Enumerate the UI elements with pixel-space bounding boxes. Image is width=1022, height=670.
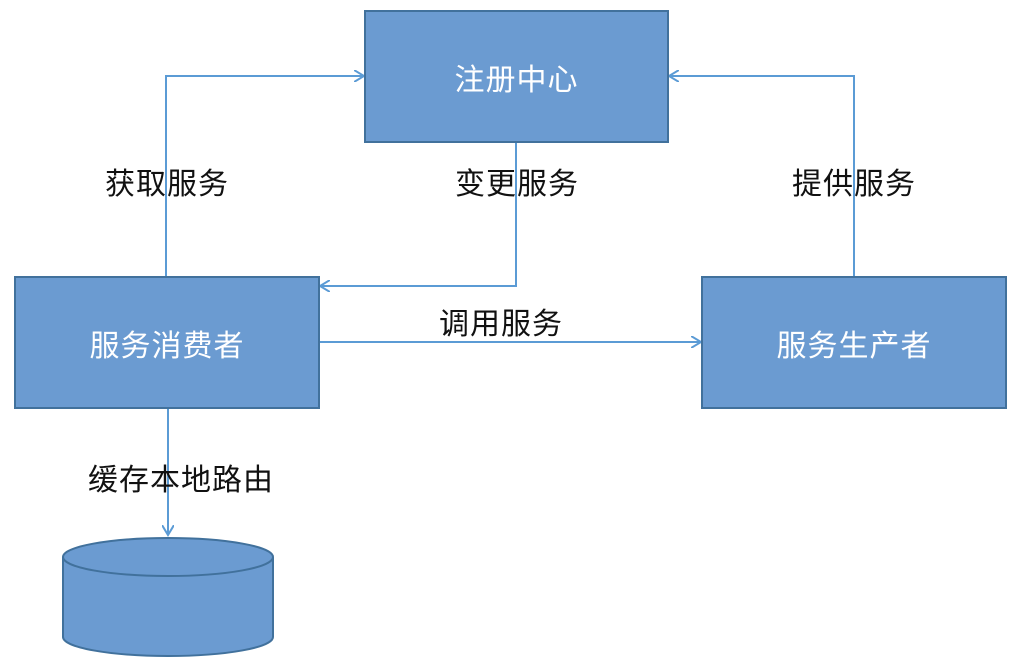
change-service-arrow xyxy=(320,143,517,286)
service-consumer-label: 服务消费者 xyxy=(89,328,245,364)
provide-service-arrow xyxy=(669,76,855,276)
cache-local-route-label: 缓存本地路由 xyxy=(88,463,274,498)
service-producer-label: 服务生产者 xyxy=(776,328,932,364)
local-route-cache-database xyxy=(62,537,274,657)
registry-center-node: 注册中心 xyxy=(364,10,669,143)
provide-service-label: 提供服务 xyxy=(792,167,916,202)
get-service-arrow xyxy=(165,76,364,276)
get-service-label: 获取服务 xyxy=(105,167,229,202)
change-service-label: 变更服务 xyxy=(455,167,579,202)
service-consumer-node: 服务消费者 xyxy=(14,276,320,409)
invoke-service-label: 调用服务 xyxy=(439,307,563,342)
registry-center-label: 注册中心 xyxy=(454,62,579,98)
service-producer-node: 服务生产者 xyxy=(701,276,1007,409)
